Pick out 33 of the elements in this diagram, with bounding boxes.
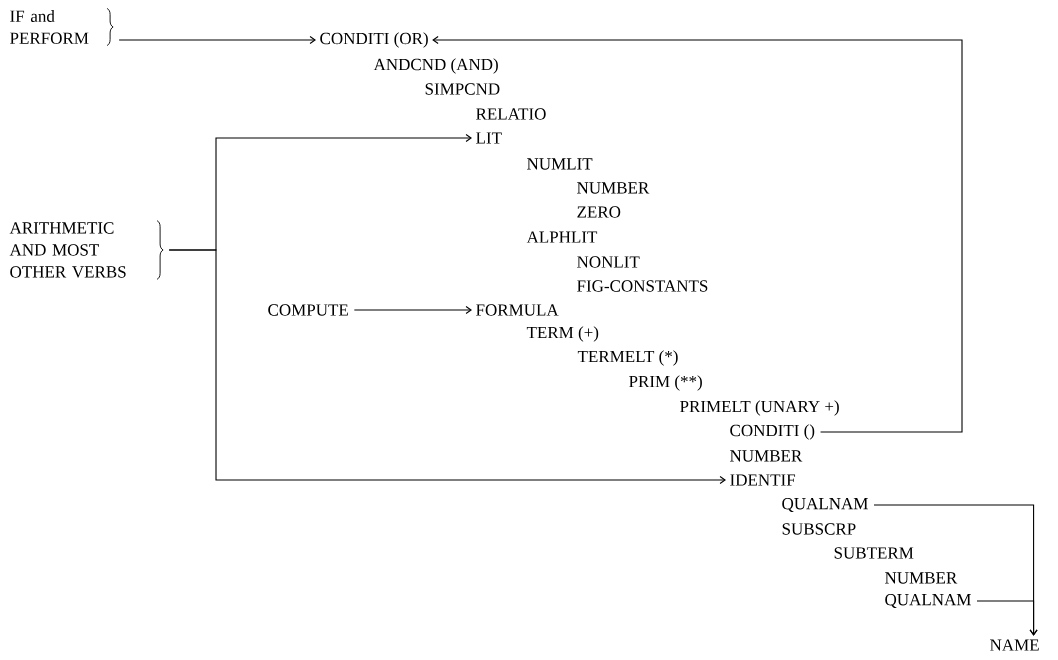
label-text: NONLIT	[577, 256, 640, 268]
arrow	[353, 305, 472, 315]
arrow	[976, 600, 1038, 636]
arrow	[432, 35, 963, 433]
bracketed-text: IF and PERFORM	[10, 8, 114, 46]
node-text: CONDITI (OR)	[320, 32, 428, 48]
label-text: TERM (+)	[526, 326, 599, 342]
node-text: FORMULA	[476, 304, 559, 316]
label-text: RELATIO	[476, 108, 546, 120]
label-text: PRIMELT (UNARY +)	[680, 400, 839, 416]
label-text: NUMBER	[730, 450, 803, 462]
node-text: QUALNAM	[885, 594, 971, 608]
arrow	[168, 249, 726, 485]
label-text: NUMBER	[577, 182, 650, 194]
label-text: ANDCND (AND)	[373, 58, 498, 74]
label-text: ALPHLIT	[526, 231, 598, 243]
node-text: COMPUTE	[268, 304, 348, 316]
label-text: SUBTERM	[834, 547, 914, 559]
node-text: NAME	[990, 639, 1039, 651]
node-text: IDENTIF	[730, 474, 796, 486]
label-text: TERMELT (*)	[577, 350, 678, 366]
label-text: PRIM (**)	[629, 375, 702, 391]
label-text: SIMPCND	[425, 83, 500, 95]
node-text: LIT	[476, 132, 502, 144]
label-text: FIG-CONSTANTS	[577, 280, 708, 292]
label-text: SUBSCRP	[782, 523, 856, 535]
node-text: CONDITI ()	[730, 424, 815, 440]
label-text: NUMLIT	[527, 158, 593, 170]
arrow	[118, 35, 316, 45]
bracketed-text: ARITHMETIC AND MOST OTHER VERBS	[9, 220, 164, 280]
label-text: ZERO	[577, 206, 621, 218]
node-text: QUALNAM	[782, 498, 868, 512]
label-text: NUMBER	[885, 572, 958, 584]
